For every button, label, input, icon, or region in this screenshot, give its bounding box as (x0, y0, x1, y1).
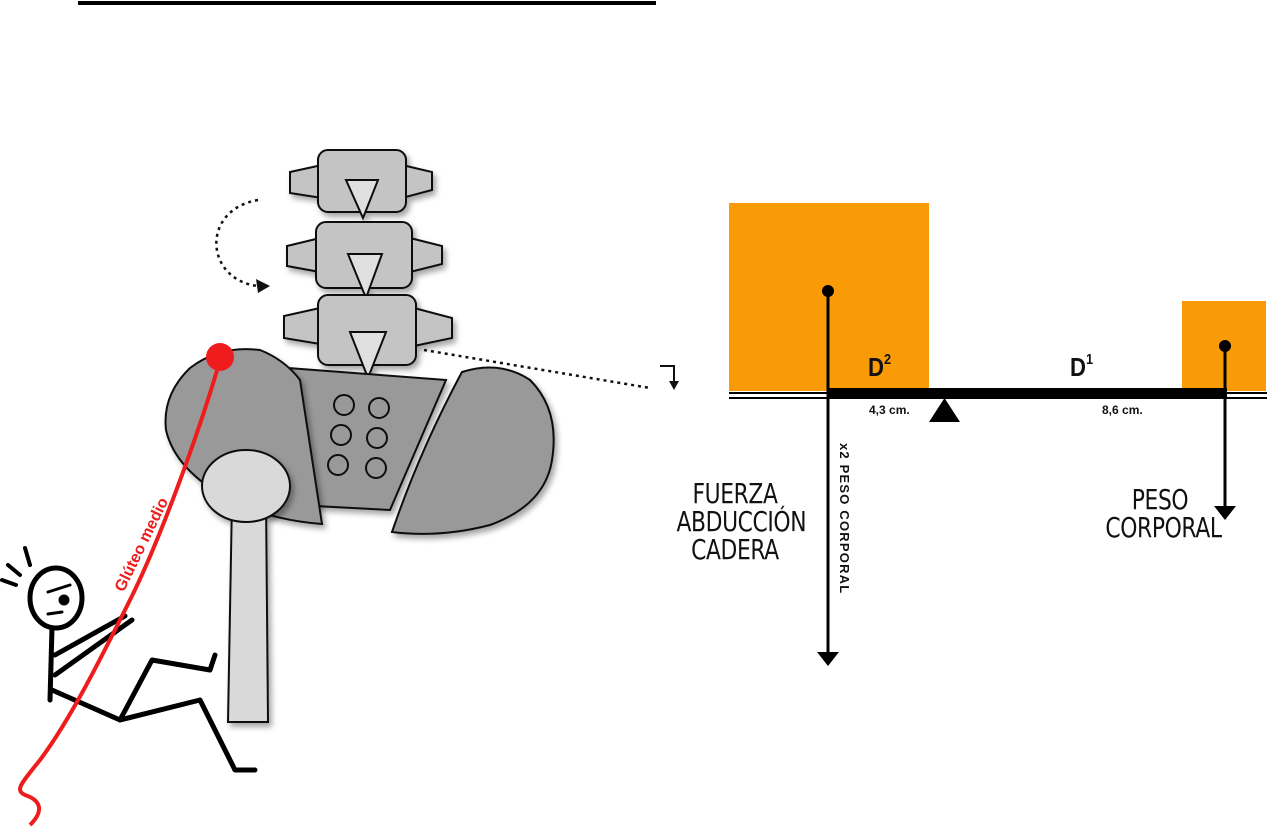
rotation-arrow (215, 198, 259, 288)
d2-distance: 4,3 cm. (869, 403, 910, 417)
x2-peso-corporal-label: x2 PESO CORPORAL (837, 443, 852, 595)
d2-label: D2 (868, 351, 892, 382)
corner-arrow-icon (660, 365, 675, 384)
lever-bar (827, 388, 1227, 397)
sacrum (286, 366, 448, 512)
femur (201, 449, 291, 723)
d1-distance: 8,6 cm. (1102, 403, 1143, 417)
d1-label: D1 (1070, 351, 1094, 382)
vertebra-bottom (283, 294, 453, 381)
fulcrum-triangle (929, 398, 960, 422)
force-arrow-head (817, 652, 839, 666)
peso-corporal-label: PESO CORPORAL (1105, 483, 1222, 544)
vertebra-middle (286, 221, 443, 301)
rotation-arrow-head (256, 279, 270, 293)
dotted-connector (423, 348, 651, 390)
right-ilium (390, 366, 555, 535)
stick-figure (0, 546, 258, 773)
weight-arrow-head (1214, 506, 1236, 520)
gluteus-medio-line (18, 359, 222, 827)
fuerza-abduccion-label: FUERZA ABDUCCIÓN CADERA (676, 477, 807, 566)
vertebra-top (289, 149, 433, 221)
gluteus-origin-dot (206, 343, 234, 371)
